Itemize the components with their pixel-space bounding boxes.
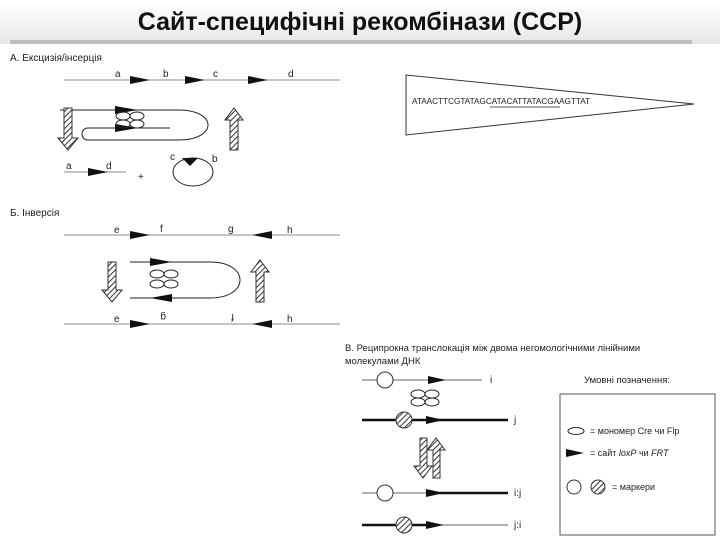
excision-dna-line	[64, 76, 340, 84]
inversion-dna-top	[64, 231, 340, 239]
site-label-d: d	[288, 69, 294, 80]
product-label-a: a	[66, 161, 72, 172]
product-label-d: d	[106, 161, 112, 172]
marker-hatched-icon	[590, 479, 606, 495]
inversion-dna-bottom	[64, 320, 340, 328]
bottom-label-f: f	[231, 311, 234, 322]
label-j: j	[513, 415, 516, 426]
page-title: Сайт-специфічні рекомбінази (ССР)	[137, 8, 583, 36]
top-label-g: g	[228, 224, 234, 235]
synapsis-loop-b	[130, 258, 241, 302]
chromosome-j	[362, 411, 508, 429]
bottom-label-g: g	[160, 311, 166, 322]
legend-box	[559, 393, 716, 536]
lox-site-arrow	[185, 76, 205, 84]
legend-site: = сайт loxP чи FRT	[590, 448, 670, 458]
title-bar: Сайт-специфічні рекомбінази (ССР)	[0, 0, 720, 44]
synapsis-loop-a	[60, 106, 209, 141]
section-c-heading: В. Реципрокна транслокація між двома нег…	[345, 343, 640, 354]
product-label-c: c	[170, 152, 175, 163]
chromosome-j-i	[362, 516, 508, 534]
chromosome-i	[362, 371, 482, 389]
top-label-e: e	[114, 225, 120, 236]
section-c-heading-2: молекулами ДНК	[345, 356, 421, 367]
cre-monomers	[410, 389, 440, 407]
site-label-b: b	[163, 69, 169, 80]
lox-site-arrow	[130, 76, 150, 84]
legend-title: Умовні позначення:	[584, 375, 670, 386]
site-label-c: c	[213, 69, 218, 80]
site-arrow-icon	[566, 449, 584, 457]
legend-monomer: = мономер Cre чи Flp	[590, 426, 679, 436]
down-arrow-icon	[413, 437, 433, 479]
up-arrow-icon	[250, 259, 270, 303]
section-b-heading: Б. Інверсія	[10, 208, 59, 219]
bottom-label-h: h	[287, 314, 293, 325]
excision-product-circle	[172, 157, 214, 187]
section-a-heading: А. Ексцизія/інсерція	[10, 53, 102, 64]
down-arrow-icon	[100, 261, 124, 303]
monomer-icon	[567, 427, 585, 435]
bottom-label-e: e	[114, 314, 120, 325]
marker-open-icon	[566, 479, 582, 495]
loxp-sequence: ATAACTTCGTATAGCATACATTATACGAAGTTAT	[412, 97, 590, 106]
loxp-sequence-wedge	[405, 74, 695, 136]
top-label-h: h	[287, 225, 293, 236]
plus-sign: +	[138, 172, 144, 183]
product-label-b: b	[212, 154, 218, 165]
legend-markers: = маркери	[612, 482, 655, 492]
up-arrow-icon	[426, 437, 446, 479]
excision-product-linear	[64, 168, 126, 176]
label-i: i	[490, 375, 492, 386]
down-arrow-icon	[56, 107, 80, 151]
lox-site-arrow	[248, 76, 268, 84]
site-label-a: a	[115, 69, 121, 80]
chromosome-i-j	[362, 484, 508, 502]
up-arrow-icon	[224, 107, 244, 151]
label-i-j: i:j	[514, 488, 521, 499]
label-j-i: j:i	[513, 520, 521, 531]
top-label-f: f	[160, 224, 163, 235]
